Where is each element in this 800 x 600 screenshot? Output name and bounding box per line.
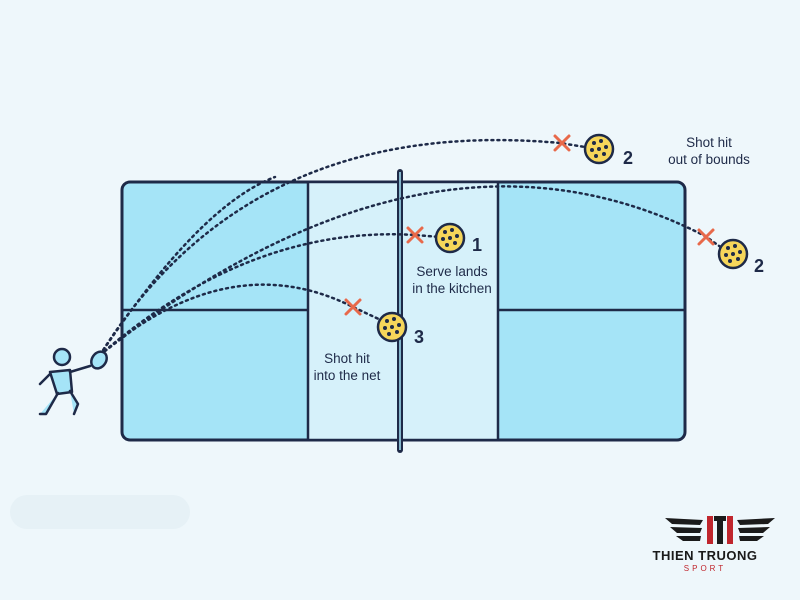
court bbox=[120, 169, 687, 453]
label-number-out-top: 2 bbox=[623, 148, 634, 168]
pickleball-icon bbox=[583, 133, 615, 165]
trajectory-net bbox=[98, 283, 387, 357]
trajectory-out-right bbox=[98, 185, 724, 357]
winged-logo-icon bbox=[665, 516, 775, 544]
pickleball-icon bbox=[376, 311, 408, 343]
label-number-kitchen: 1 bbox=[472, 235, 483, 255]
x-mark-icon bbox=[697, 228, 715, 246]
shot-trajectories bbox=[98, 138, 724, 357]
brand-subtitle: SPORT bbox=[683, 564, 727, 573]
caption-net: Shot hit into the net bbox=[313, 351, 381, 383]
pickleball-icon bbox=[717, 238, 749, 270]
brand-name: THIEN TRUONG bbox=[652, 548, 758, 563]
caption-kitchen: Serve lands in the kitchen bbox=[412, 264, 492, 296]
brand-logo: THIEN TRUONG SPORT bbox=[640, 512, 770, 573]
pickleball-icon bbox=[434, 222, 466, 254]
caption-out-of-bounds: Shot hit out of bounds bbox=[668, 135, 750, 167]
label-number-net: 3 bbox=[414, 327, 425, 347]
trajectory-kitchen bbox=[98, 233, 442, 357]
label-number-out-right: 2 bbox=[754, 256, 765, 276]
trajectory-extra bbox=[98, 175, 277, 357]
background-smudge bbox=[10, 495, 190, 529]
player-with-paddle-icon bbox=[38, 347, 108, 416]
